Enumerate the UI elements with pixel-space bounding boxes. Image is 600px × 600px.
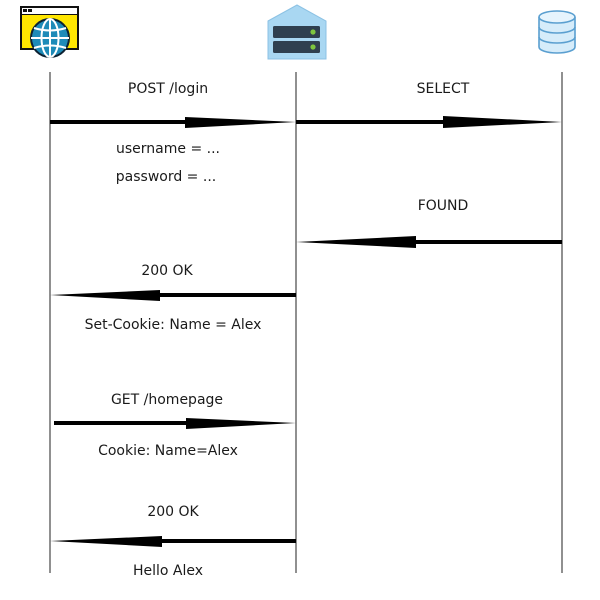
message-arrow-200-ok-login (50, 290, 296, 301)
browser-globe-icon (20, 6, 79, 58)
message-arrow-select (296, 116, 562, 128)
message-arrow-200-ok-homepage (50, 536, 296, 547)
note-hello: Hello Alex (133, 563, 203, 579)
note-password: password = ... (116, 169, 216, 185)
note-cookie: Cookie: Name=Alex (98, 443, 238, 459)
message-label-select: SELECT (417, 81, 470, 97)
message-label-found: FOUND (418, 198, 469, 214)
message-arrow-post-login (50, 117, 296, 128)
note-set-cookie: Set-Cookie: Name = Alex (85, 317, 262, 333)
message-label-get-homepage: GET /homepage (111, 392, 223, 408)
message-arrow-get-homepage (54, 418, 296, 429)
note-username: username = ... (116, 141, 220, 157)
message-arrow-found (296, 236, 562, 248)
message-label-200-ok-login: 200 OK (141, 263, 193, 279)
server-icon (267, 4, 327, 60)
message-label-200-ok-homepage: 200 OK (147, 504, 199, 520)
message-label-post-login: POST /login (128, 81, 208, 97)
database-icon (538, 10, 576, 54)
